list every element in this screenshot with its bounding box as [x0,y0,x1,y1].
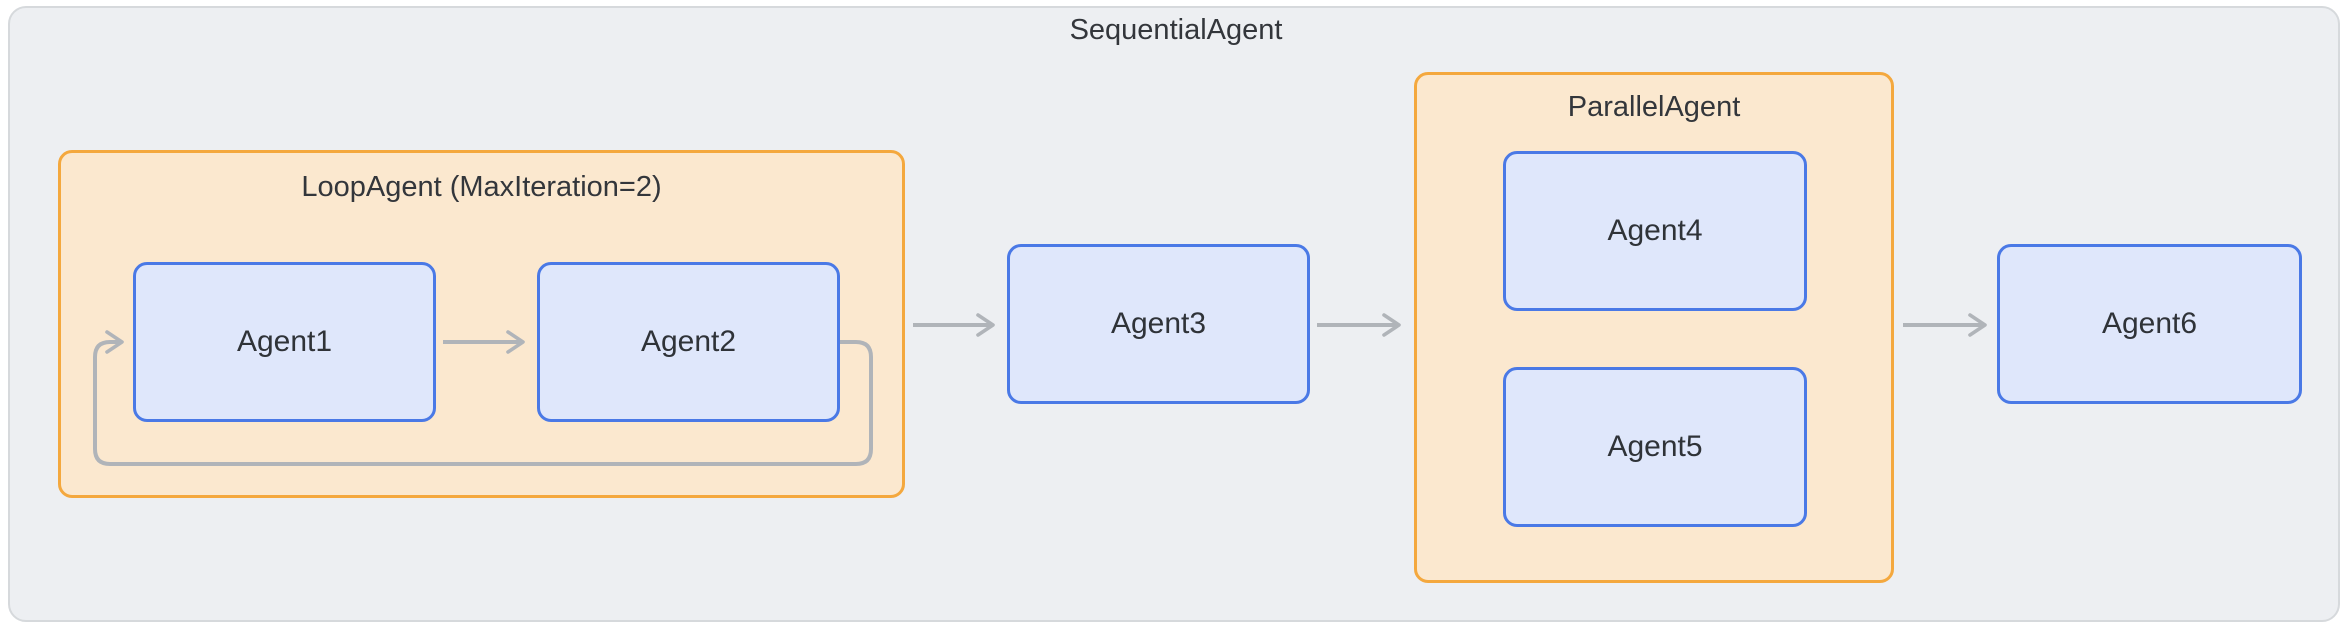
node-agent5-label: Agent5 [1607,430,1703,463]
sequential-agent-title: SequentialAgent [1069,14,1283,46]
parallel-agent-label: ParallelAgent [1567,91,1741,123]
node-agent3-label: Agent3 [1110,307,1207,340]
loop-agent-container: LoopAgent (MaxIteration=2) Agent1 Agent2 [58,150,905,498]
node-agent1: Agent1 [133,262,436,422]
node-agent5: Agent5 [1503,367,1807,527]
node-agent1-label: Agent1 [236,325,333,358]
node-agent6: Agent6 [1997,244,2302,404]
loop-agent-label: LoopAgent (MaxIteration=2) [301,171,662,203]
node-agent3: Agent3 [1007,244,1310,404]
node-agent2: Agent2 [537,262,840,422]
node-agent2-label: Agent2 [640,325,737,358]
parallel-agent-container: ParallelAgent Agent4 Agent5 [1414,72,1894,583]
node-agent4: Agent4 [1503,151,1807,311]
node-agent4-label: Agent4 [1607,214,1703,247]
node-agent6-label: Agent6 [2101,307,2198,340]
